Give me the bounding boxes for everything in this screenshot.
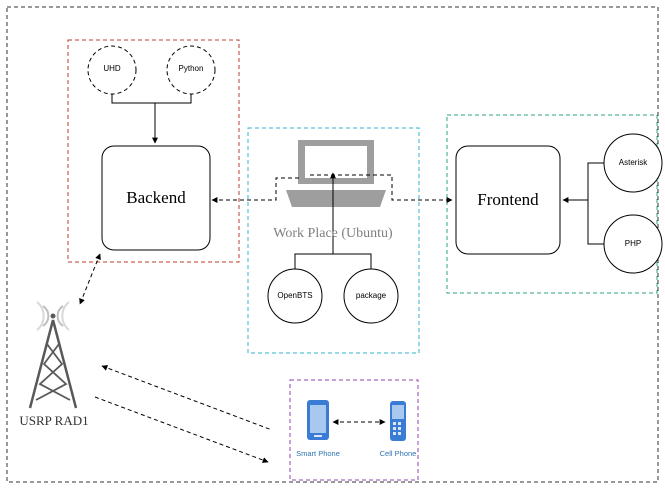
workplace-group [247,127,420,354]
package-label: package [355,291,387,300]
laptop-frontend-link [310,174,453,203]
frontend-group [446,114,658,294]
python-label: Python [178,64,204,73]
cell-phone-label: Cell Phone [379,449,417,458]
backend-group [67,39,240,263]
openbts-label: OpenBTS [277,291,313,300]
backend-usrp-link [79,253,101,305]
phones-group [289,379,419,481]
workplace-label: Work Place (Ubuntu) [273,226,393,241]
workplace-input-connector [294,253,372,269]
cell-phone-icon [390,401,406,441]
uhd-label: UHD [103,64,121,73]
backend-laptop-link [211,177,300,203]
smart-phone-label: Smart Phone [296,449,340,458]
backend-input-connector [111,94,192,104]
php-label: PHP [624,239,642,248]
antenna-icon [28,301,78,409]
frontend-box [455,145,561,255]
laptop-icon [286,140,386,207]
frontend-label: Frontend [477,190,539,209]
outer-border [6,6,659,483]
frontend-input-connector [587,162,604,245]
usrp-label: USRP RAD1 [19,413,89,428]
usrp-phone-link-bottom [94,396,269,463]
asterisk-label: Asterisk [618,158,648,167]
backend-box [101,145,211,251]
usrp-phone-link-top [101,365,273,431]
backend-label: Backend [126,188,186,207]
smart-phone-icon [307,400,329,440]
